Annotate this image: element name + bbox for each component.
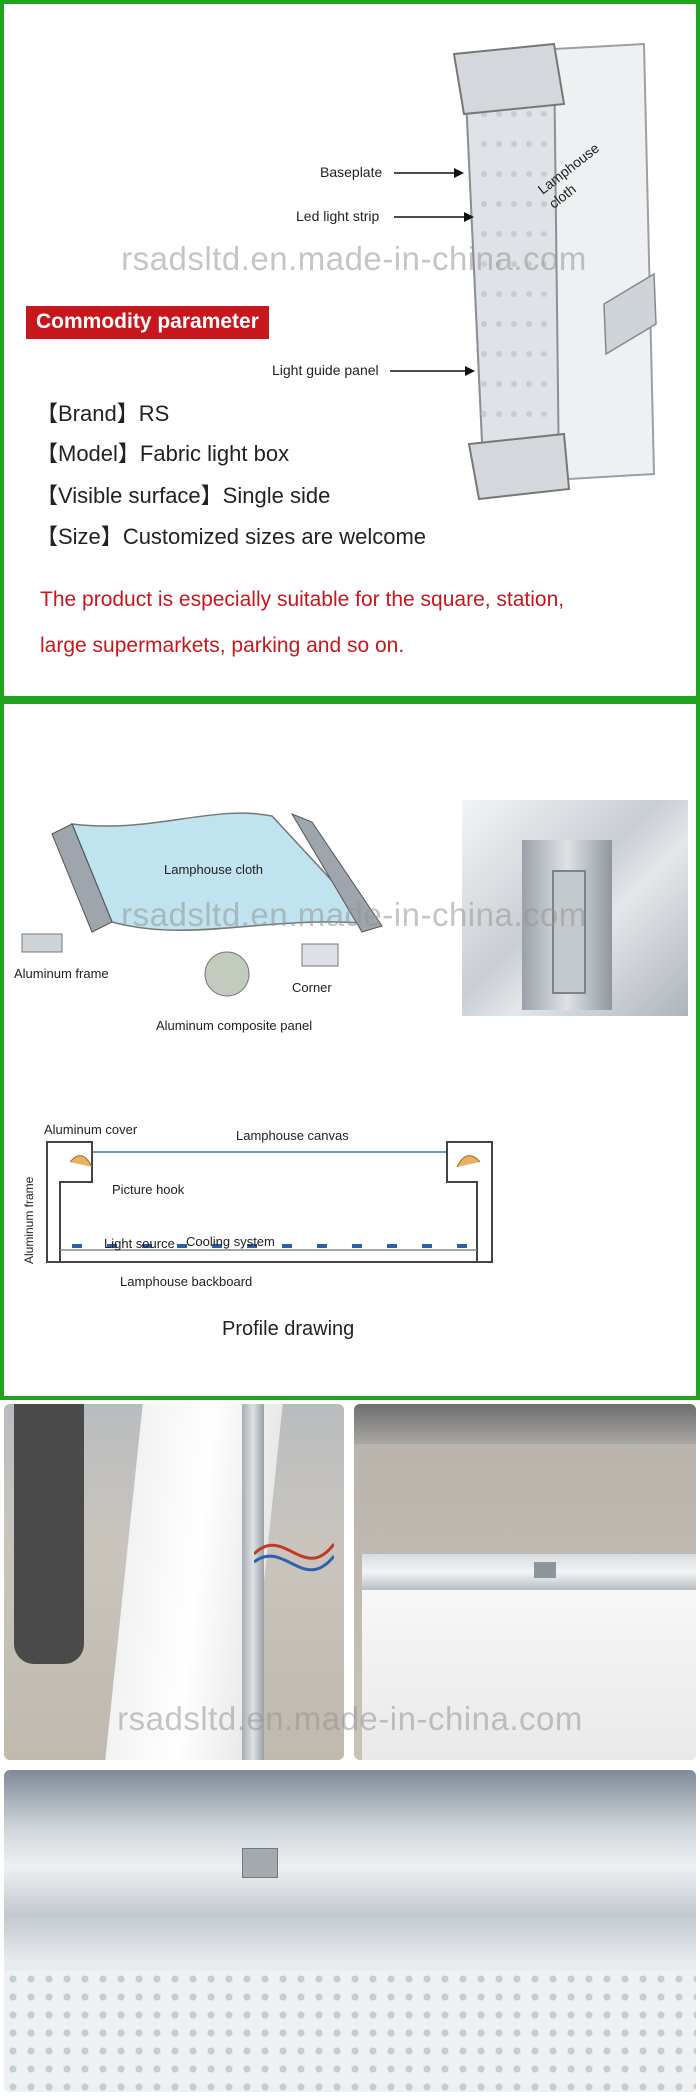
product-photos-section: rsadsltd.en.made-in-china.com [0,1400,700,2096]
photo-lightbox-wiring [4,1404,344,1760]
arrow-light-guide-panel [390,366,475,376]
profile-drawing-caption: Profile drawing [222,1318,355,1340]
label-light-guide-panel: Light guide panel [272,362,379,378]
arrow-baseplate [394,168,464,178]
arrow-led-light-strip [394,212,474,222]
label-iso-corner: Corner [292,980,332,995]
param-model: 【Model】Fabric light box [36,441,290,466]
profile-drawing-diagram [46,1141,493,1263]
photo-frame-closeup [4,1770,696,2092]
param-visible-surface: 【Visible surface】Single side [36,483,331,508]
label-lamphouse-backboard: Lamphouse backboard [120,1274,253,1289]
label-led-light-strip: Led light strip [296,208,380,224]
aluminum-profile-photo [462,800,688,1016]
label-aluminum-frame-vertical: Aluminum frame [22,1176,36,1264]
param-size: 【Size】Customized sizes are welcome [36,524,427,549]
param-brand: 【Brand】RS [36,401,170,426]
label-lamphouse-canvas: Lamphouse canvas [236,1128,349,1143]
lightbox-isometric-diagram [21,812,383,997]
application-note-line1: The product is especially suitable for t… [40,588,565,611]
label-picture-hook: Picture hook [112,1182,185,1197]
lightbox-cross-section-illustration [452,42,657,501]
product-parameter-panel: Baseplate Led light strip Lamphouse clot… [0,0,700,700]
label-baseplate: Baseplate [320,164,383,180]
application-note-line2: large supermarkets, parking and so on. [40,634,405,657]
commodity-parameter-badge: Commodity parameter [26,306,269,339]
label-iso-lamphouse-cloth: Lamphouse cloth [164,862,264,877]
structure-diagram-panel: Lamphouse cloth Aluminum frame Corner Al… [0,700,700,1400]
label-iso-aluminum-frame: Aluminum frame [14,966,109,981]
photo-lightbox-edge [354,1404,696,1760]
label-light-source: Light source [104,1236,175,1251]
label-cooling-system: Cooling system [186,1234,275,1249]
label-aluminum-cover: Aluminum cover [44,1122,138,1137]
label-iso-composite-panel: Aluminum composite panel [156,1018,313,1033]
